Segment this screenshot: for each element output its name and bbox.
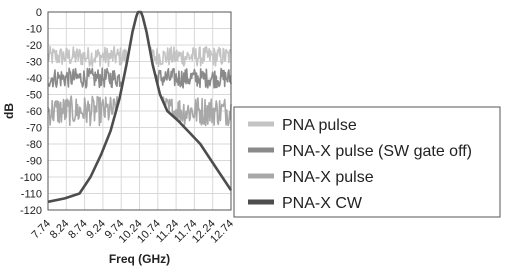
y-tick-label: -110 bbox=[21, 189, 42, 201]
y-tick-label: -10 bbox=[26, 24, 42, 36]
legend-label: PNA-X pulse bbox=[282, 169, 374, 186]
legend-box bbox=[233, 106, 501, 218]
plot-area bbox=[47, 11, 232, 211]
y-tick-label: 0 bbox=[36, 7, 42, 19]
y-tick-label: -80 bbox=[26, 139, 42, 151]
y-tick-label: -70 bbox=[26, 123, 42, 135]
y-tick-label: -40 bbox=[26, 73, 42, 85]
x-tick-label: 8.24 bbox=[48, 218, 72, 242]
x-axis-title: Freq (GHz) bbox=[109, 252, 170, 266]
y-tick-labels: 0 -10 -20 -30 -40 -50 -60 -70 -80 -90 -100 -110 -120 bbox=[20, 7, 42, 217]
x-tick-label: 8.74 bbox=[66, 218, 90, 242]
y-tick-label: -120 bbox=[20, 205, 42, 217]
y-tick-label: -90 bbox=[26, 156, 42, 168]
legend-label: PNA-X CW bbox=[282, 195, 363, 212]
y-axis-title: dB bbox=[2, 103, 16, 119]
legend-label: PNA-X pulse (SW gate off) bbox=[282, 143, 472, 160]
x-tick-label: 9.24 bbox=[84, 218, 108, 242]
x-tick-label: 7.74 bbox=[29, 218, 53, 242]
y-tick-label: -30 bbox=[26, 57, 42, 69]
y-tick-label: -100 bbox=[20, 172, 42, 184]
x-tick-labels: 7.748.248.749.249.7410.2410.7411.2411.74… bbox=[29, 218, 236, 246]
legend-label: PNA pulse bbox=[282, 117, 357, 134]
y-tick-label: -50 bbox=[26, 90, 42, 102]
y-tick-label: -60 bbox=[26, 106, 42, 118]
y-tick-label: -20 bbox=[26, 40, 42, 52]
